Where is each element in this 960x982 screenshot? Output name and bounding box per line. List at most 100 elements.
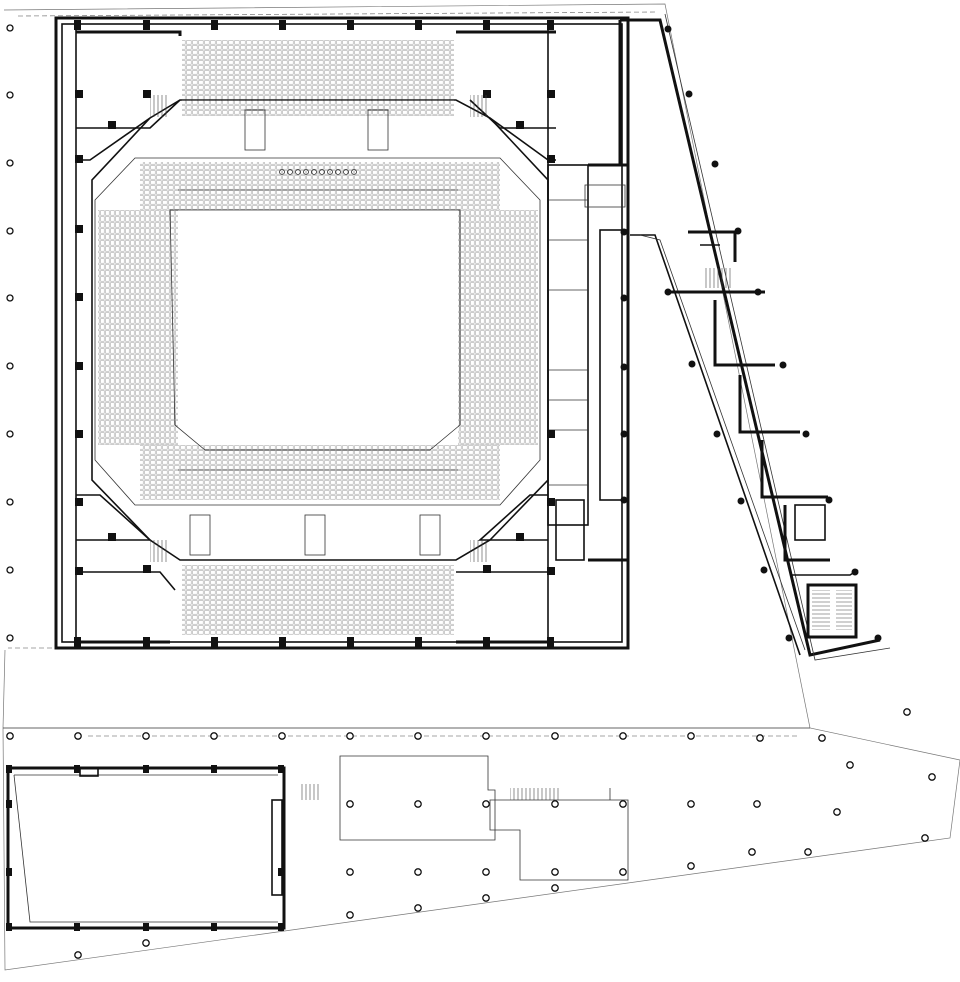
structural-column — [516, 533, 524, 541]
round-column — [756, 734, 764, 742]
structural-column — [6, 800, 12, 808]
event-floor — [169, 209, 461, 451]
round-column — [414, 904, 422, 912]
structural-column — [483, 90, 491, 98]
round-column — [74, 951, 82, 959]
round-column — [346, 800, 354, 808]
pavilions — [300, 755, 629, 881]
round-column — [482, 868, 490, 876]
round-column — [551, 868, 559, 876]
round-column — [874, 634, 882, 642]
structural-column — [75, 225, 83, 233]
round-column — [482, 800, 490, 808]
round-column — [346, 732, 354, 740]
round-column — [346, 911, 354, 919]
structural-column — [483, 565, 491, 573]
round-column — [74, 732, 82, 740]
round-column — [785, 634, 793, 642]
structural-column — [547, 567, 555, 575]
arena-columns — [74, 20, 555, 647]
round-column — [142, 732, 150, 740]
structural-column — [483, 637, 490, 647]
structural-column — [278, 765, 284, 773]
structural-column — [6, 765, 12, 773]
seating-ring-north — [140, 162, 500, 210]
structural-column — [143, 90, 151, 98]
round-column — [278, 732, 286, 740]
structural-column — [108, 121, 116, 129]
plaza — [3, 727, 810, 737]
round-column — [748, 848, 756, 856]
structural-column — [547, 90, 555, 98]
structural-column — [75, 430, 83, 438]
structural-column — [211, 637, 218, 647]
arena-bowl — [91, 40, 549, 635]
stair — [150, 95, 168, 117]
seating-ring-south — [140, 445, 500, 500]
round-column — [754, 288, 762, 296]
round-column — [833, 808, 841, 816]
round-column — [551, 800, 559, 808]
west-perimeter-columns — [6, 24, 14, 642]
round-column — [482, 894, 490, 902]
stair — [470, 95, 488, 117]
structural-column — [143, 637, 150, 647]
stage-seat-row — [279, 169, 357, 175]
east-annex — [584, 13, 891, 661]
round-column — [142, 939, 150, 947]
round-column — [804, 848, 812, 856]
round-column — [903, 708, 911, 716]
round-column — [779, 361, 787, 369]
round-column — [928, 773, 936, 781]
round-column — [687, 732, 695, 740]
round-column — [711, 160, 719, 168]
round-column — [414, 868, 422, 876]
structural-column — [211, 20, 218, 30]
structural-column — [547, 498, 555, 506]
round-column — [685, 90, 693, 98]
round-column — [414, 732, 422, 740]
structural-column — [143, 923, 149, 931]
structural-column — [278, 923, 284, 931]
round-column — [6, 430, 14, 438]
structural-column — [108, 533, 116, 541]
round-column — [620, 228, 628, 236]
round-column — [846, 761, 854, 769]
east-service-rooms — [547, 164, 629, 561]
structural-column — [143, 565, 151, 573]
round-column — [6, 24, 14, 32]
round-column — [688, 360, 696, 368]
round-column — [664, 288, 672, 296]
structural-column — [211, 923, 217, 931]
site-boundary — [2, 3, 960, 971]
round-column — [713, 430, 721, 438]
structural-column — [279, 20, 286, 30]
annex-rooms — [665, 230, 859, 639]
structural-column — [74, 765, 80, 773]
round-column — [802, 430, 810, 438]
round-column — [482, 732, 490, 740]
round-column — [619, 732, 627, 740]
seating-ring-west — [98, 210, 178, 445]
round-column — [851, 568, 859, 576]
structural-column — [75, 293, 83, 301]
south-building-columns — [6, 765, 284, 931]
round-column — [620, 496, 628, 504]
round-column — [825, 496, 833, 504]
structural-column — [75, 90, 83, 98]
stair — [300, 784, 320, 800]
round-column — [620, 363, 628, 371]
round-column — [921, 834, 929, 842]
round-column — [6, 498, 14, 506]
plaza-columns — [6, 708, 936, 959]
round-column — [619, 800, 627, 808]
structural-column — [547, 637, 554, 647]
round-column — [760, 566, 768, 574]
round-column — [687, 800, 695, 808]
round-column — [687, 862, 695, 870]
structural-column — [347, 637, 354, 647]
corner-room-se — [456, 494, 548, 644]
annex-columns — [620, 25, 882, 642]
structural-column — [347, 20, 354, 30]
